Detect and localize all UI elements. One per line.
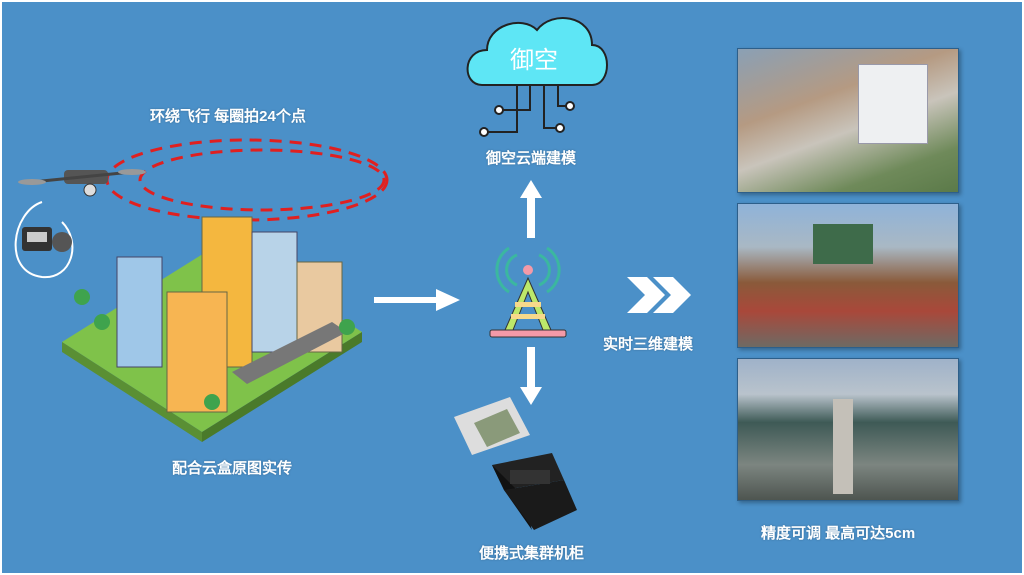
arrow-right-icon	[374, 289, 460, 311]
portable-cabinet-icon	[454, 397, 577, 530]
temple-model-photo	[737, 203, 959, 348]
cloud-logo-text: 御空	[510, 46, 558, 74]
drone-city-illustration	[14, 138, 389, 442]
signal-tower-icon	[489, 246, 567, 338]
arrow-down-icon	[520, 347, 542, 405]
ancient-street-model-photo	[737, 358, 959, 501]
cloud-icon	[466, 17, 608, 137]
cloud-box-device-icon	[14, 201, 74, 279]
double-chevron-icon	[627, 277, 691, 313]
city-aerial-photo	[737, 48, 959, 193]
flight-label: 环绕飞行 每圈拍24个点	[150, 108, 306, 125]
drone-icon	[18, 169, 146, 197]
city-block-icon	[62, 216, 362, 442]
cloud-modeling-label: 御空云端建模	[486, 150, 577, 167]
realtime-modeling-label: 实时三维建模	[603, 336, 694, 353]
orbit-paths	[105, 138, 389, 222]
cloud-box-label: 配合云盒原图实传	[172, 460, 293, 477]
cabinet-label: 便携式集群机柜	[479, 545, 585, 562]
arrow-up-icon	[520, 180, 542, 238]
precision-label: 精度可调 最高可达5cm	[761, 525, 916, 542]
